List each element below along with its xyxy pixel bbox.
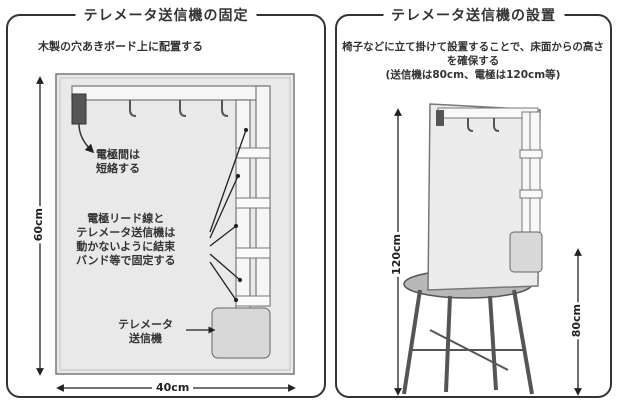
lead-wire-fixing-note: 電極リード線と テレメータ送信機は 動かないように結束 バンド等で固定する xyxy=(76,212,176,268)
lead-wire-note-line3: 動かないように結束 xyxy=(76,240,176,253)
transmitter-label-line1: テレメータ xyxy=(118,318,173,331)
transmitter-label: テレメータ 送信機 xyxy=(118,318,173,346)
transmitter-label-line2: 送信機 xyxy=(129,332,162,345)
height-dimension-80-label: 80cm xyxy=(570,302,583,340)
width-dimension-40-label: 40cm xyxy=(152,381,194,394)
pegboard-placement-note: 木製の穴あきボード上に配置する xyxy=(38,40,203,53)
lead-wire-note-line1: 電極リード線と xyxy=(87,212,165,225)
installation-note-line2: (送信機は80cm、電極は120cm等) xyxy=(385,69,561,81)
pipe-cross-rungs xyxy=(235,147,271,307)
installation-note-line1: 椅子などに立て掛けて設置することで、床面からの高さを確保する xyxy=(342,41,604,67)
panel-title-fixing: テレメータ送信機の固定 xyxy=(75,5,257,25)
electrode-hooks xyxy=(129,100,229,117)
lead-wire-note-line4: バンド等で固定する xyxy=(76,254,176,267)
lead-wire-note-line2: テレメータ送信機は xyxy=(76,226,176,239)
transmitter-device-right xyxy=(509,231,543,273)
height-dimension-120-label: 120cm xyxy=(390,232,403,277)
electrode-short-connector xyxy=(71,93,95,154)
electrode-short-note-line2: 短絡する xyxy=(96,162,140,175)
height-dimension-60-label: 60cm xyxy=(32,206,45,244)
lead-wire-pointers xyxy=(209,127,249,303)
installation-note: 椅子などに立て掛けて設置することで、床面からの高さを確保する (送信機は80cm… xyxy=(342,40,604,82)
transmitter-device-left xyxy=(186,307,271,359)
panel-title-installation: テレメータ送信機の設置 xyxy=(383,5,564,25)
electrode-short-note: 電極間は 短絡する xyxy=(96,148,140,176)
electrode-short-note-line1: 電極間は xyxy=(96,148,140,161)
